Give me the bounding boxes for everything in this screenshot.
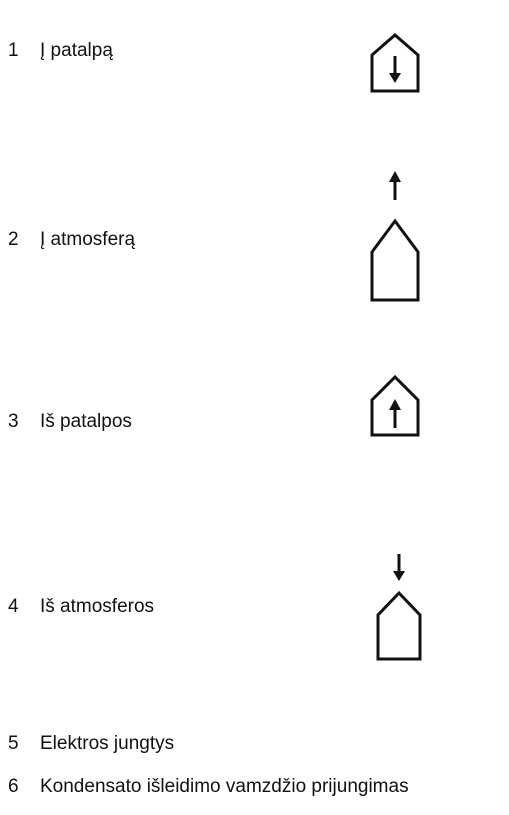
legend-item-number: 4 [8,596,19,617]
legend-item-label: Kondensato išleidimo vamzdžio prijungima… [40,776,409,797]
legend-item-number: 5 [8,733,19,754]
legend-item-number: 2 [8,229,19,250]
legend-item-label: Į patalpą [40,40,113,61]
house-arrow-down-inside-icon [370,33,420,93]
legend-item-number: 3 [8,411,19,432]
legend-item-label: Elektros jungtys [40,733,175,754]
legend-item-label: Iš patalpos [40,411,132,432]
legend-item-number: 1 [8,40,19,61]
house-arrow-up-inside-icon [370,374,420,437]
legend-item-number: 6 [8,776,19,797]
legend-item-label: Iš atmosferos [40,596,155,617]
house-arrow-down-outside-icon [376,554,422,661]
house-arrow-up-outside-icon [370,171,420,302]
legend-item-label: Į atmosferą [40,229,136,250]
